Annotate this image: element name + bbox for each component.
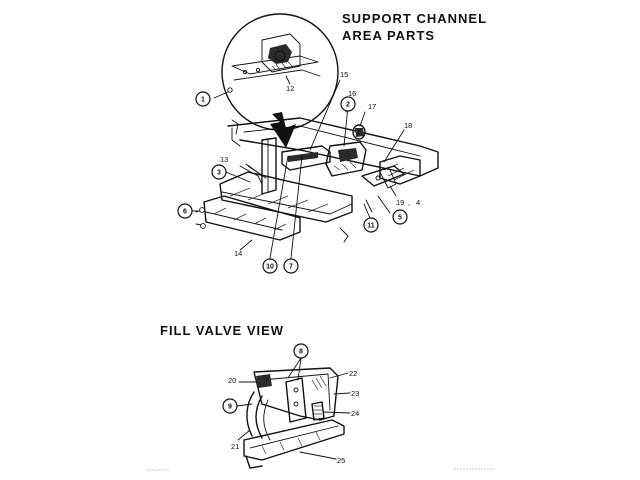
- label-20: 20: [228, 376, 236, 385]
- valve-stem: [285, 377, 307, 423]
- bracket-18: [361, 165, 405, 187]
- callout-3: 3: [211, 164, 227, 180]
- label-12: 12: [286, 84, 294, 93]
- callout-9: 9: [222, 398, 238, 414]
- svg-text:2: 2: [346, 102, 350, 109]
- label-21: 21: [231, 442, 239, 451]
- svg-text:5: 5: [398, 215, 402, 222]
- label-19: 19: [396, 198, 404, 207]
- callout-5: 5: [392, 209, 408, 225]
- svg-text:10: 10: [266, 264, 274, 271]
- label-24: 24: [351, 409, 359, 418]
- detail-bracket: [261, 33, 301, 73]
- valve-frame: [253, 367, 339, 421]
- label-17: 17: [368, 102, 376, 111]
- label-4: 4: [416, 198, 420, 207]
- label-18: 18: [404, 121, 412, 130]
- detail-magnifier: 12: [213, 13, 339, 131]
- callout-1-text: 1: [201, 97, 205, 104]
- fill-valve-title: FILL VALVE VIEW: [160, 323, 285, 338]
- support-channel: [219, 171, 353, 223]
- support-title-line-1: SUPPORT CHANNEL: [342, 11, 488, 26]
- support-channel-assembly: 15 16 17 18 19 , 4 13 14 2 3 5 6 7: [177, 70, 439, 274]
- label-15: 15: [340, 70, 348, 79]
- callout-1: 1: [195, 91, 211, 107]
- channel-plate-14: [203, 195, 301, 241]
- valve-housing: [325, 141, 367, 177]
- svg-text:8: 8: [299, 349, 303, 356]
- vertical-support: [261, 137, 277, 195]
- link-rod-13: [239, 165, 263, 185]
- svg-text:7: 7: [289, 264, 293, 271]
- label-14: 14: [234, 249, 242, 258]
- frame-rail: [227, 117, 439, 177]
- cap-17: [352, 124, 366, 140]
- label-13: 13: [220, 155, 228, 164]
- detail-arrow: [270, 112, 296, 148]
- channel-25: [243, 419, 345, 461]
- label-25: 25: [337, 456, 345, 465]
- fill-valve-assembly: 20 22 23 24 21 25 8 9: [222, 343, 359, 469]
- callout-11: 11: [363, 217, 379, 233]
- support-channel-title: SUPPORT CHANNEL AREA PARTS: [342, 10, 487, 44]
- callout-2: 2: [340, 96, 356, 112]
- label-23: 23: [351, 389, 359, 398]
- bolt-6b: [200, 223, 206, 229]
- footer-marks: [146, 468, 494, 471]
- valve-20: [256, 374, 272, 388]
- svg-text:6: 6: [183, 209, 187, 216]
- svg-text:11: 11: [367, 223, 375, 230]
- valve-body: [281, 145, 331, 171]
- svg-text:3: 3: [217, 170, 221, 177]
- support-title-line-2: AREA PARTS: [342, 28, 436, 43]
- bolt-6a: [199, 207, 205, 213]
- label-16: 16: [348, 89, 356, 98]
- hose-21: [246, 391, 255, 437]
- callout-10: 10: [262, 258, 278, 274]
- svg-text:9: 9: [228, 404, 232, 411]
- svg-text:,: ,: [408, 198, 410, 207]
- fitting-24: [311, 401, 325, 421]
- callout-7: 7: [283, 258, 299, 274]
- callout-6: 6: [177, 203, 193, 219]
- label-22: 22: [349, 369, 357, 378]
- callout-8: 8: [293, 343, 309, 359]
